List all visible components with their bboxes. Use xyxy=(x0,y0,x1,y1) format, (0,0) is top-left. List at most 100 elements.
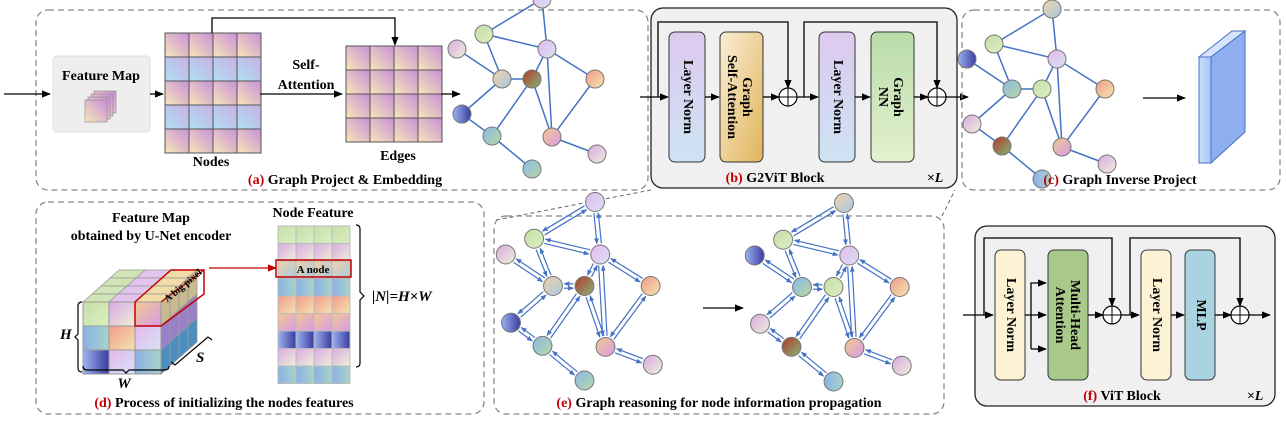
cube-front-cell xyxy=(134,301,162,327)
edges-label: Edges xyxy=(380,149,416,164)
graph-node xyxy=(773,229,794,250)
node-cell xyxy=(188,128,214,154)
node-feature-cell xyxy=(277,295,297,314)
message-arrow xyxy=(590,264,598,278)
message-arrow xyxy=(520,326,536,339)
graph-edge xyxy=(1041,88,1063,148)
panel-b-caption: (b) G2ViT Block xyxy=(726,171,825,186)
message-arrow xyxy=(800,351,827,374)
graph-edge xyxy=(491,78,533,137)
graph-edge xyxy=(551,78,596,138)
node-feature-cell xyxy=(313,278,333,297)
message-arrow xyxy=(798,355,825,377)
graph-node xyxy=(522,69,542,89)
add-icon-f1 xyxy=(1102,305,1122,325)
node-feature-cell xyxy=(331,260,351,279)
edge-cell xyxy=(417,117,443,143)
message-arrow xyxy=(515,258,546,279)
mlp-label: MLP xyxy=(1193,299,1208,331)
node-feature-cell xyxy=(331,313,351,332)
graph-node xyxy=(642,354,663,375)
self-attention-label-2: Attention xyxy=(278,78,335,93)
node-feature-cell xyxy=(313,243,333,262)
message-arrow xyxy=(766,292,793,316)
node-cell xyxy=(164,80,190,106)
message-arrow xyxy=(784,250,797,279)
message-arrow xyxy=(546,293,577,337)
node-cell xyxy=(188,32,214,58)
edge-cell xyxy=(393,117,419,143)
message-arrow xyxy=(613,295,647,340)
graph-node xyxy=(452,104,472,124)
graph-node xyxy=(1002,79,1022,99)
graph-edge xyxy=(546,48,553,138)
graph-node xyxy=(839,245,860,266)
message-arrow xyxy=(849,265,857,337)
a-node-highlight xyxy=(275,259,352,278)
edge-cell xyxy=(369,93,395,119)
graph-node xyxy=(482,126,502,146)
edge-cell xyxy=(417,45,443,71)
message-arrow xyxy=(865,349,893,361)
node-feature-cell xyxy=(277,330,297,349)
node-cell xyxy=(212,80,238,106)
graph-node xyxy=(750,313,770,334)
node-feature-cell xyxy=(295,348,315,367)
graph-node xyxy=(1047,49,1067,69)
edge-cell xyxy=(345,45,371,71)
message-arrow xyxy=(610,257,643,279)
message-arrow xyxy=(520,294,547,318)
panel-graph-reasoning: (e) Graph reasoning for node information… xyxy=(493,189,956,415)
graph-edge xyxy=(1001,88,1043,147)
node-feature-cell xyxy=(277,225,297,244)
graph-edge xyxy=(993,43,1058,60)
graph-c xyxy=(957,0,1117,189)
graph-node xyxy=(640,276,661,296)
node-feature-cell xyxy=(313,313,333,332)
graph-node xyxy=(585,192,605,212)
cube-front-cell xyxy=(108,301,136,327)
message-arrow xyxy=(767,331,782,343)
node-cell xyxy=(164,104,190,130)
panel-d-caption: (d) Process of initializing the nodes fe… xyxy=(94,396,354,411)
graph-node xyxy=(585,69,605,89)
a-node-label: A node xyxy=(297,264,330,276)
cube-front-cell xyxy=(82,325,110,351)
graph-e-after xyxy=(744,193,912,392)
node-feature-cell xyxy=(313,348,333,367)
graph-node xyxy=(595,336,616,357)
message-arrow xyxy=(799,296,830,340)
graph-node xyxy=(744,245,765,266)
add-icon-f2 xyxy=(1230,305,1250,325)
graph-node xyxy=(524,228,545,249)
node-feature-cell xyxy=(277,278,297,297)
graph-node xyxy=(834,193,854,213)
graph-node xyxy=(532,335,553,356)
edge-cell xyxy=(393,45,419,71)
edge-cell xyxy=(345,117,371,143)
node-feature-cell xyxy=(295,225,315,244)
feature-map-stack-icon xyxy=(84,90,117,123)
node-cell xyxy=(212,104,238,130)
node-feature-cell xyxy=(331,243,351,262)
node-feature-title: Node Feature xyxy=(273,206,354,221)
message-arrow xyxy=(541,205,585,232)
graph-node xyxy=(522,159,542,179)
graph-node xyxy=(844,337,865,358)
message-arrow xyxy=(614,352,643,364)
graph-node xyxy=(781,336,802,357)
graph-node xyxy=(823,277,844,297)
message-arrow xyxy=(585,296,601,338)
panel-c-caption: (c) Graph Inverse Project xyxy=(1043,173,1197,188)
feature-map-cube xyxy=(81,269,205,375)
message-arrow xyxy=(795,294,826,338)
node-feature-cell xyxy=(331,295,351,314)
message-arrow xyxy=(857,262,890,284)
message-arrow xyxy=(544,238,591,251)
message-arrow xyxy=(859,258,892,280)
node-cell xyxy=(236,128,262,154)
panel-g2vit-block: Layer Norm GraphSelf-Attention Layer Nor… xyxy=(640,7,969,189)
message-arrow xyxy=(609,293,643,338)
graph-edge xyxy=(1056,58,1063,148)
message-arrow xyxy=(793,243,839,257)
